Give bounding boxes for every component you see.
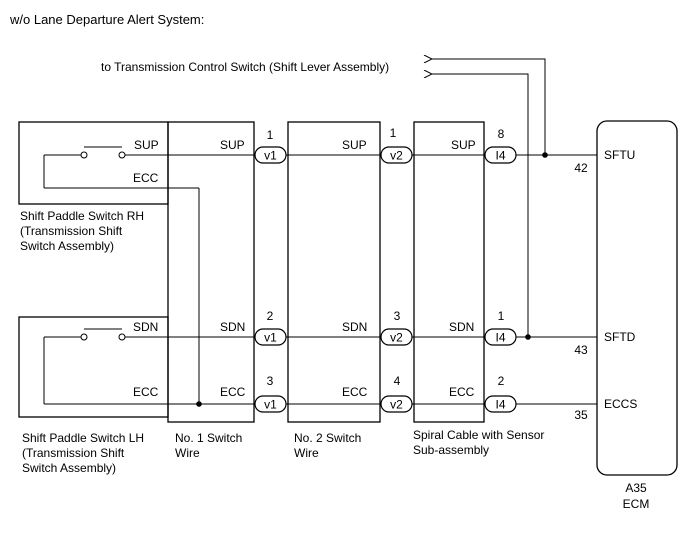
lh-sdn-label: SDN [133, 320, 158, 334]
no1-switch-wire-box [167, 121, 255, 423]
w2-sup-label: SUP [342, 138, 367, 152]
svg-text:v1: v1 [264, 398, 277, 412]
svg-text:I4: I4 [495, 398, 505, 412]
ecm-caption: A35 ECM [623, 481, 650, 511]
connector-i4-ecc: I4 [484, 395, 517, 413]
svg-text:Shift Paddle Switch RH: Shift Paddle Switch RH [20, 209, 144, 223]
svg-text:No. 2 Switch: No. 2 Switch [294, 431, 361, 445]
connector-i4-sdn: I4 [484, 328, 517, 346]
no1-switch-wire-caption: No. 1 Switch Wire [175, 431, 242, 460]
connector-v2-sup: v2 [380, 146, 413, 164]
transmission-note: to Transmission Control Switch (Shift Le… [101, 60, 389, 74]
rh-ecc-label: ECC [133, 171, 159, 185]
pin-i4-sup: 8 [498, 127, 505, 141]
svg-text:v1: v1 [264, 331, 277, 345]
lh-ecc-label: ECC [133, 385, 159, 399]
svg-text:I4: I4 [495, 331, 505, 345]
spiral-cable-caption: Spiral Cable with Sensor Sub-assembly [413, 428, 544, 457]
svg-text:I4: I4 [495, 149, 505, 163]
svg-text:(Transmission Shift: (Transmission Shift [20, 224, 123, 238]
rh-switch-symbol [43, 146, 200, 404]
connector-i4-sup: I4 [484, 146, 517, 164]
shift-paddle-switch-rh-box [18, 121, 169, 205]
no2-switch-wire-caption: No. 2 Switch Wire [294, 431, 361, 460]
pin-v2-sdn: 3 [394, 309, 401, 323]
pin-i4-sdn: 1 [498, 309, 505, 323]
svg-text:Spiral Cable with Sensor: Spiral Cable with Sensor [413, 428, 544, 442]
svg-text:Sub-assembly: Sub-assembly [413, 443, 489, 457]
spiral-sup-label: SUP [451, 138, 476, 152]
arrow-to-transmission-lower [432, 74, 529, 337]
svg-text:v2: v2 [390, 331, 403, 345]
spiral-sdn-label: SDN [449, 320, 474, 334]
diagram-title: w/o Lane Departure Alert System: [9, 12, 204, 27]
svg-text:v2: v2 [390, 149, 403, 163]
w1-sup-label: SUP [220, 138, 245, 152]
pin-v1-sdn: 2 [267, 309, 274, 323]
ecm-sftu-label: SFTU [604, 148, 635, 162]
lh-switch-symbol [43, 328, 168, 405]
sftd-junction-dot [525, 334, 531, 340]
connector-v2-sdn: v2 [380, 328, 413, 346]
ecc-junction-dot [196, 401, 202, 407]
connector-v1-sup: v1 [254, 146, 287, 164]
pin-v1-ecc: 3 [267, 374, 274, 388]
rh-switch-caption: Shift Paddle Switch RH (Transmission Shi… [20, 209, 144, 253]
svg-text:v1: v1 [264, 149, 277, 163]
connector-v1-sdn: v1 [254, 328, 287, 346]
ecm-eccs-pin: 35 [574, 408, 588, 422]
sftu-junction-dot [542, 152, 548, 158]
w2-sdn-label: SDN [342, 320, 367, 334]
spiral-ecc-label: ECC [449, 385, 475, 399]
ecm-eccs-label: ECCS [604, 397, 637, 411]
lh-switch-caption: Shift Paddle Switch LH (Transmission Shi… [22, 431, 144, 475]
connector-v1-ecc: v1 [254, 395, 287, 413]
w1-ecc-label: ECC [220, 385, 246, 399]
svg-text:Wire: Wire [175, 446, 200, 460]
svg-text:Wire: Wire [294, 446, 319, 460]
rh-sup-label: SUP [134, 138, 159, 152]
pin-v2-sup: 1 [390, 126, 397, 140]
svg-text:v2: v2 [390, 398, 403, 412]
spiral-cable-box [413, 121, 485, 423]
w1-sdn-label: SDN [220, 320, 245, 334]
svg-text:A35: A35 [625, 481, 647, 495]
ecm-sftd-pin: 43 [574, 343, 588, 357]
pin-i4-ecc: 2 [498, 374, 505, 388]
ecm-box [596, 120, 678, 476]
pin-v2-ecc: 4 [394, 374, 401, 388]
svg-text:ECM: ECM [623, 497, 650, 511]
ecm-sftd-label: SFTD [604, 330, 636, 344]
svg-text:(Transmission Shift: (Transmission Shift [22, 446, 125, 460]
svg-text:Switch Assembly): Switch Assembly) [20, 239, 114, 253]
ecm-sftu-pin: 42 [574, 161, 588, 175]
svg-text:Shift Paddle Switch LH: Shift Paddle Switch LH [22, 431, 144, 445]
no2-switch-wire-box [287, 121, 381, 423]
arrow-to-transmission-upper [432, 59, 546, 155]
svg-text:Switch Assembly): Switch Assembly) [22, 461, 116, 475]
connector-v2-ecc: v2 [380, 395, 413, 413]
pin-v1-sup: 1 [267, 128, 274, 142]
svg-text:No. 1 Switch: No. 1 Switch [175, 431, 242, 445]
w2-ecc-label: ECC [342, 385, 368, 399]
